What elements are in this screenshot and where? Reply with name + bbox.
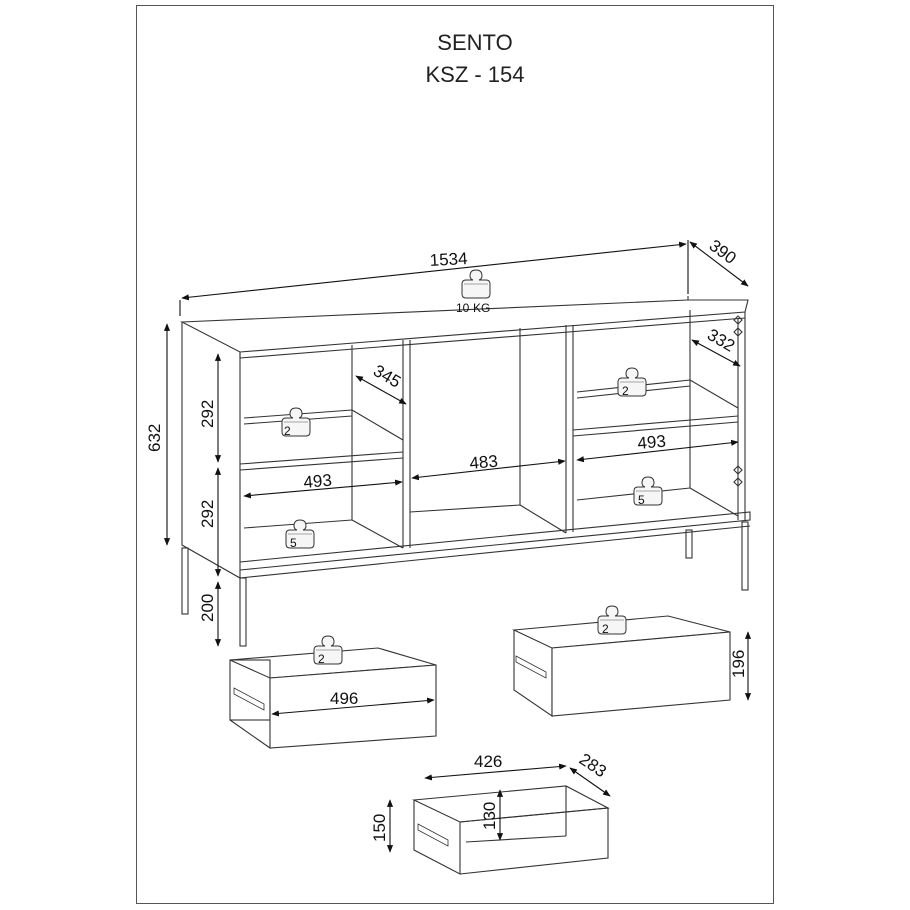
dim-drawer-left-width: 496 (330, 689, 358, 708)
load-shelf-left-upper: 2 (284, 424, 291, 438)
load-drawer-right: 2 (602, 622, 609, 636)
dim-leg-height: 200 (198, 594, 217, 622)
load-shelf-right-lower: 5 (638, 493, 645, 507)
load-top: 10 (456, 301, 470, 315)
drawer-dimension-lines (271, 631, 752, 853)
sideboard-body (179, 296, 751, 647)
dim-drawer-right-height: 196 (729, 650, 748, 678)
dim-compartment-width-middle: 483 (469, 452, 499, 473)
dimension-lines (163, 240, 749, 647)
dim-drawer-inner-height: 130 (480, 802, 499, 830)
load-drawer-left: 2 (318, 652, 325, 666)
dim-compartment-width-right: 493 (637, 432, 667, 453)
dim-drawer-inner-width: 426 (474, 752, 502, 771)
load-unit: KG (473, 301, 490, 315)
weight-icon (461, 269, 491, 299)
dim-height-label: 632 (145, 424, 164, 452)
dim-depth-label: 390 (706, 236, 740, 268)
load-shelf-right-upper: 2 (622, 384, 629, 398)
dim-compartment-height-top: 292 (198, 400, 217, 428)
dim-shelf-depth-right: 332 (704, 325, 738, 356)
dim-compartment-width-left: 493 (303, 471, 333, 492)
drawer-open-box (411, 785, 610, 875)
dim-drawer-inner-depth: 283 (576, 750, 610, 782)
dim-compartment-height-bottom: 292 (198, 500, 217, 528)
dim-drawer-front-height: 150 (370, 814, 389, 842)
dim-width-label: 1534 (429, 249, 468, 270)
product-name: SENTO (437, 30, 513, 55)
sheet-border (136, 5, 774, 904)
load-shelf-left-lower: 5 (290, 536, 297, 550)
product-code: KSZ - 154 (425, 62, 525, 87)
